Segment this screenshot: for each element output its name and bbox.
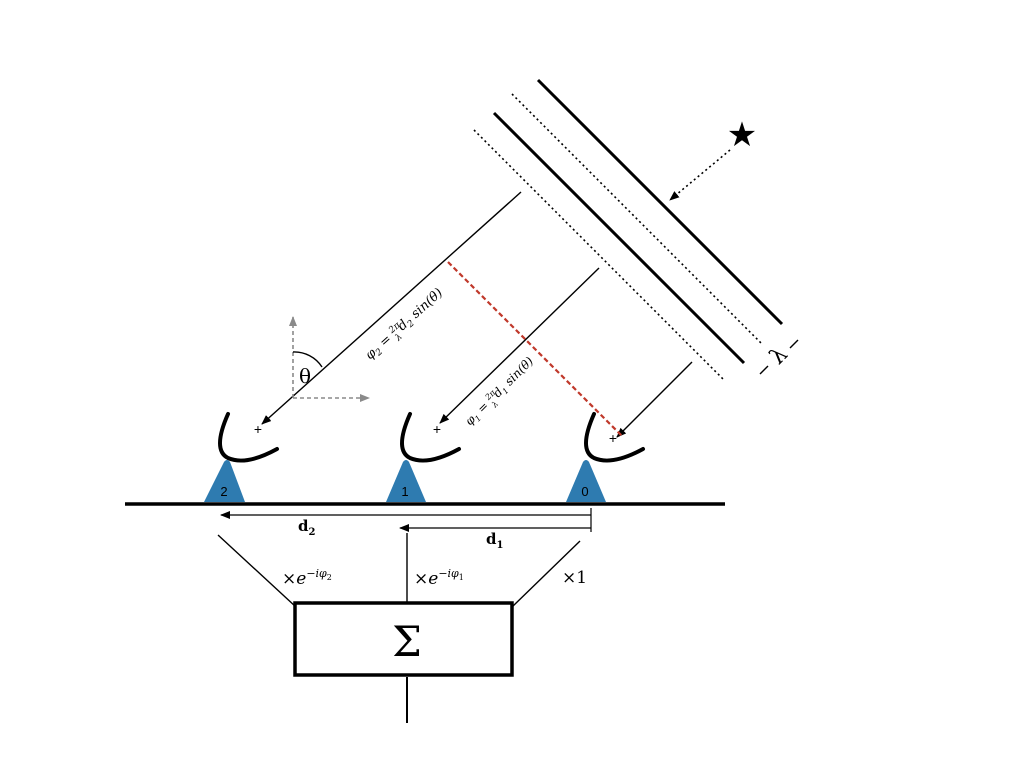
angle-reference: θ	[289, 316, 370, 402]
focus-marker-1: +	[433, 421, 441, 437]
focus-marker-0: +	[609, 430, 617, 446]
ray-to-antenna-2	[261, 191, 522, 425]
wavefront-dotted-outer	[511, 93, 763, 345]
antenna-1: 1	[386, 460, 426, 502]
dish-1	[400, 412, 461, 463]
antenna-label-0: 0	[581, 484, 588, 499]
antenna-0: 0	[566, 460, 606, 502]
antenna-mount-2	[204, 460, 245, 502]
summation-symbol: Σ	[392, 617, 422, 666]
wavelength-label: λ	[765, 342, 793, 370]
dish-0	[584, 412, 645, 463]
ray-to-antenna-0	[616, 361, 693, 438]
signal-line-2	[217, 534, 297, 608]
theta-label: θ	[299, 364, 311, 388]
wavefront-solid-outer	[536, 78, 784, 326]
source-direction-arrow	[669, 149, 731, 201]
antenna-mount-0	[566, 460, 606, 502]
signal-line-0	[511, 540, 581, 608]
baseline-d2-label: d2	[298, 517, 316, 538]
wavelength-marker: λ	[759, 339, 799, 375]
wavefront-solid-inner	[492, 111, 746, 365]
weight-unity: ×1	[562, 568, 587, 588]
antenna-label-1: 1	[401, 484, 408, 499]
path-difference-line	[447, 261, 623, 437]
star-icon: ★	[727, 116, 757, 154]
antenna-label-2: 2	[220, 484, 227, 499]
weight-phi1: ×e−iφ1	[414, 567, 464, 589]
dish-2	[218, 412, 279, 463]
antenna-2: 2	[204, 460, 245, 502]
focus-marker-2: +	[254, 421, 262, 437]
antenna-mount-1	[386, 460, 426, 502]
baseline-d1-label: d1	[486, 530, 503, 551]
summation-box	[293, 601, 514, 677]
ray-to-antenna-1	[439, 267, 600, 424]
weight-phi2: ×e−iφ2	[282, 567, 332, 589]
phase-label-phi2: φ2 = 2πλd2 sin(θ)	[362, 285, 449, 366]
wavefront-dotted-inner	[473, 129, 725, 381]
angle-arc	[292, 351, 323, 368]
